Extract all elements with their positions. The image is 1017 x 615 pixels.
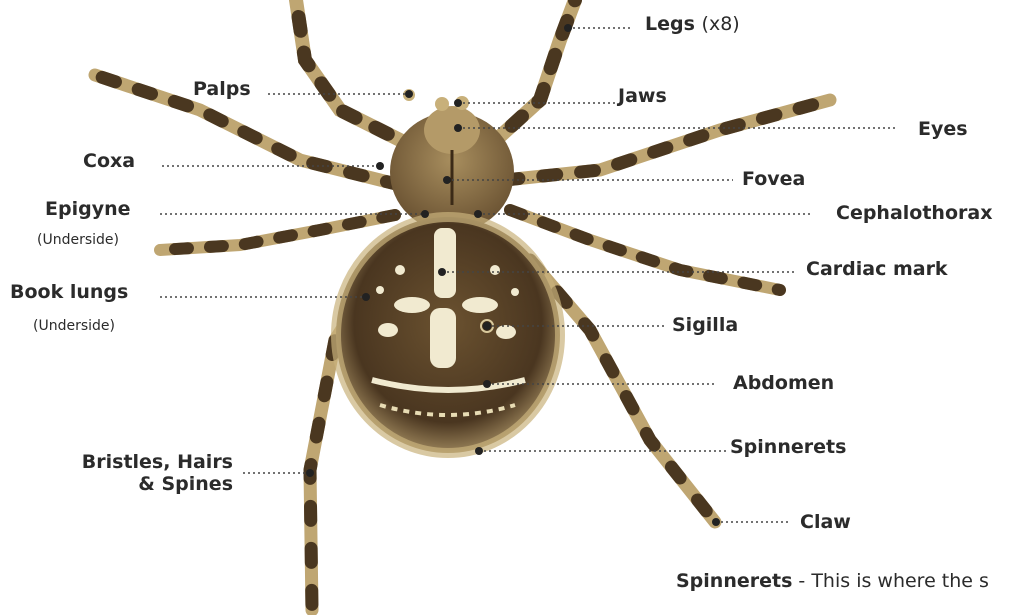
label-eyes: Eyes — [918, 118, 968, 140]
label-legs-text: Legs — [645, 13, 695, 35]
cephalothorax-shape — [390, 89, 514, 232]
footer-text: - This is where the s — [792, 570, 989, 592]
label-epigyne-note: (Underside) — [37, 232, 119, 248]
label-legs: Legs (x8) — [645, 13, 740, 35]
label-jaws: Jaws — [618, 85, 667, 107]
label-spinnerets: Spinnerets — [730, 436, 846, 458]
label-coxa: Coxa — [83, 150, 135, 172]
label-fovea: Fovea — [742, 168, 805, 190]
footer-term: Spinnerets — [676, 570, 792, 592]
label-palps: Palps — [193, 78, 251, 100]
label-cephalothorax: Cephalothorax — [836, 202, 992, 224]
label-book-lungs: Book lungs — [10, 281, 128, 303]
label-bristles: Bristles, Hairs & Spines — [65, 451, 233, 495]
label-cardiac-mark: Cardiac mark — [806, 258, 948, 280]
label-legs-count: (x8) — [702, 13, 740, 35]
footer-description: Spinnerets - This is where the s — [676, 570, 989, 592]
label-bristles-line1: Bristles, Hairs — [65, 451, 233, 473]
abdomen-shape — [336, 217, 560, 453]
label-book-lungs-note: (Underside) — [33, 318, 115, 334]
label-abdomen: Abdomen — [733, 372, 834, 394]
label-sigilla: Sigilla — [672, 314, 738, 336]
label-claw: Claw — [800, 511, 851, 533]
label-bristles-line2: & Spines — [65, 473, 233, 495]
label-epigyne: Epigyne — [45, 198, 131, 220]
